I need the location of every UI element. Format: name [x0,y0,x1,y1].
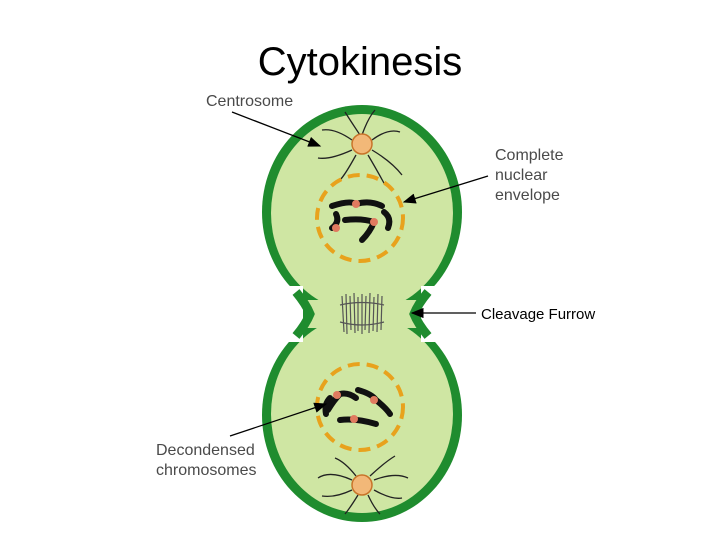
label-nuclear-envelope-line2: nuclear [495,167,548,184]
centromere [333,391,341,399]
label-chromosomes-line2: chromosomes [156,462,256,479]
centromere [332,224,340,232]
slide-title: Cytokinesis [257,40,463,84]
label-chromosomes-line1: Decondensed [156,442,255,459]
upper-cell-cytoplasm [271,114,453,312]
lower-centrosome-group [317,455,409,515]
dividing-cell [255,105,469,522]
lower-cell-cytoplasm [271,315,453,513]
centrosome-upper [351,133,373,155]
label-centrosome: Centrosome [206,93,293,110]
centromere [370,218,378,226]
label-cleavage-furrow: Cleavage Furrow [481,306,595,323]
centrosome-lower [351,474,373,496]
arrow-nuclear-envelope [402,175,489,204]
label-nuclear-envelope-line3: envelope [495,187,560,204]
label-nuclear-envelope-line1: Complete [495,147,564,164]
contractile-ring [339,292,385,335]
centromere [350,415,358,423]
centromere [352,200,360,208]
centromere [370,396,378,404]
arrow-chromosomes [229,402,328,437]
arrow-centrosome [231,111,322,147]
upper-centrosome-group [317,109,403,186]
nuclear-envelope-upper [315,173,405,263]
